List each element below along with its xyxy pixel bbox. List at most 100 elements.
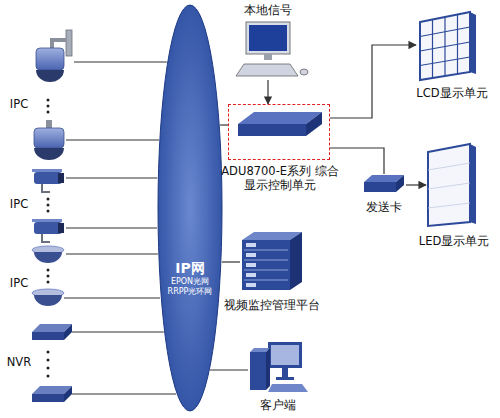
ptz-camera [66,30,72,56]
server-rack [290,232,302,290]
ellipsis-dots [47,99,50,378]
node-label: ADU8700-E系列 综合显示控制单元 [221,164,339,192]
server-rack [244,250,288,251]
node-label: 客户端 [246,398,310,412]
server-rack [246,243,256,247]
server-rack [246,273,256,277]
ellipsis-dots [47,351,50,354]
ptz-camera [34,148,64,160]
camera-group-node: IPC [28,36,74,86]
ellipsis-dots [47,281,50,284]
local-pc [249,25,287,51]
node-label: 本地信号 [230,3,306,17]
ellipsis-dots [47,367,50,370]
led-wall [428,203,470,208]
lcd-display-node: LCD显示单元 [416,10,478,82]
local-signal-node: 本地信号 [240,22,296,80]
bullet-camera [32,169,62,172]
node-label: EPON光网 RRPP光环网 [162,277,218,297]
network-ellipse [158,5,222,411]
server-rack [244,260,288,261]
node-label: 视频监控管理平台 [222,298,322,312]
connector-line [406,184,426,185]
node-label: 发送卡 [358,200,410,214]
connector-line [267,80,268,104]
nvr-device [32,386,72,402]
client-pc [268,342,302,368]
lcd-wall [420,42,470,51]
ellipsis-dots [47,375,50,378]
node-label: NVR [2,355,36,369]
ellipse-outline [157,4,223,412]
video-platform-node: 视频监控管理平台 [240,230,304,292]
node-label: IPC [4,197,34,211]
ellipsis-dots [47,210,50,213]
local-pc [236,22,308,76]
server-rack [244,250,288,280]
ptz-camera [36,48,64,70]
client-node: 客户端 [248,338,308,394]
connector-line [210,369,248,370]
network-wire [64,297,160,298]
led-wall [428,163,470,170]
server-rack [244,280,288,281]
ellipsis-dots [47,269,50,272]
adu-device [238,124,306,136]
bullet-camera [42,184,50,192]
sender-card [364,182,396,192]
ptz-camera [36,30,72,82]
client-pc [250,352,266,390]
connector-line [222,261,240,262]
network-wire [66,227,157,228]
client-pc [271,345,299,365]
connector-line [66,177,157,178]
dome-camera [34,295,62,306]
client-pc [250,342,308,392]
nvr-device [32,324,72,340]
led-display-node: LED显示单元 [426,142,478,228]
lcd-wall [420,15,470,79]
ptz-camera [46,120,52,128]
node-label: LED显示单元 [414,234,494,248]
bullet-camera [34,222,62,234]
client-pc [268,384,308,392]
sender-card [364,175,404,192]
led-wall [428,144,470,226]
ptz-camera [36,70,64,82]
node-label: IP网 [160,260,220,277]
nvr-group-node: NVR [30,324,72,342]
server-rack [242,240,290,290]
ellipsis-dots [47,99,50,102]
ip-network-ellipse: IP网EPON光网 RRPP光环网 [157,4,223,412]
client-pc [266,348,270,390]
network-wire [72,393,176,394]
ellipsis-dots [47,275,50,278]
led-wall [428,183,470,189]
node-label: IPC [4,276,34,290]
server-rack [246,283,256,287]
node-label: IPC [4,97,34,111]
ptz-camera [34,128,64,148]
nvr-device [64,386,72,402]
server-rack [246,263,256,267]
ellipsis-dots [47,111,50,114]
ellipsis-dots [47,204,50,207]
server-rack [246,243,256,287]
connector-line [330,45,416,118]
camera-group-node: IPC [30,168,66,188]
adu-device [238,112,322,136]
bullet-camera [32,219,64,242]
dome-camera [32,246,64,263]
lcd-wall [420,12,470,80]
bullet-camera [58,173,64,183]
bullet-camera [34,172,62,184]
nvr-device [32,332,64,340]
led-wall [428,144,476,226]
server-rack [244,270,288,271]
network-wire [66,139,159,140]
local-pc [264,54,272,60]
node-label: LCD显示单元 [412,86,492,100]
